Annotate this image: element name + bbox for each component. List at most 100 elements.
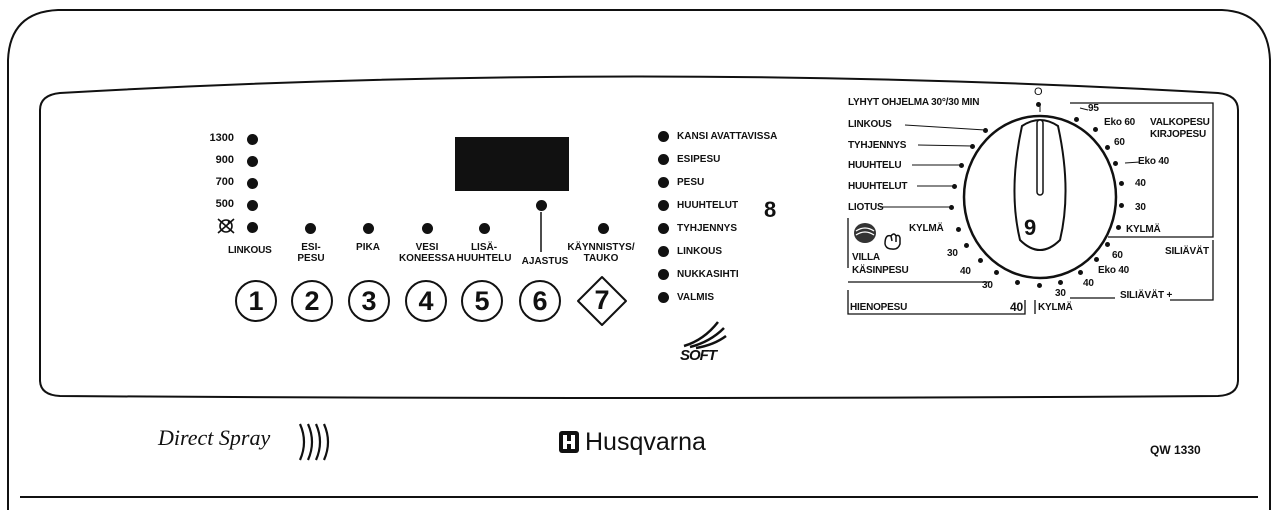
start-pause-led [598, 223, 609, 234]
water-plus-label-line1: VESI [415, 242, 439, 253]
delicate-cold: KYLMÄ [1038, 302, 1073, 313]
dial-dot-wool-40 [978, 258, 983, 263]
direct-spray-logo: Direct Spray [158, 425, 270, 451]
easycare-temp-30: 30 [1055, 288, 1066, 299]
dial-dot-delicate-40 [1015, 280, 1020, 285]
dial-program-rinse: HUUHTELU [848, 160, 902, 171]
dial-dot-easycare-60 [1105, 242, 1110, 247]
dial-dot-cotton-eko60 [1093, 127, 1098, 132]
cotton-temp-60: 60 [1114, 137, 1125, 148]
extra-rinse-label: LISÄ-HUUHTELU [439, 242, 529, 264]
easycare-plus-label: SILIÄVÄT + [1120, 290, 1173, 301]
extra-rinse-label-line1: LISÄ- [470, 242, 498, 253]
husqvarna-logo: Husqvarna [585, 428, 706, 456]
delay-label: AJASTUS [521, 256, 569, 267]
spray-waves-icon [298, 423, 330, 461]
dial-dot-rinses [952, 184, 957, 189]
spin-speed-900-led [247, 156, 258, 167]
button-1[interactable]: 1 [235, 280, 277, 322]
dial-dot-easycare-30 [1058, 280, 1063, 285]
start-pause-label-line1: KÄYNNISTYS/ [567, 242, 635, 253]
prewash-label-line1: ESI- [301, 242, 321, 253]
dial-program-spin: LINKOUS [848, 119, 892, 130]
soft-wave-icon [683, 321, 727, 350]
handwash-icon [884, 233, 901, 250]
dial-dot-drain [970, 144, 975, 149]
status-led-wash [658, 177, 669, 188]
delicate-label: HIENOPESU [850, 302, 908, 313]
dial-dot-easycare-40 [1078, 270, 1083, 275]
button-3[interactable]: 3 [348, 280, 390, 322]
wool-label-2: KÄSINPESU [852, 265, 909, 276]
status-led-spin [658, 246, 669, 257]
status-done: VALMIS [677, 292, 715, 303]
status-drain: TYHJENNYS [677, 223, 738, 234]
dial-dot-cotton-cold [1116, 225, 1121, 230]
dial-off-symbol: O [1034, 86, 1043, 98]
extra-rinse-led [479, 223, 490, 234]
dial-off-mark [1036, 102, 1041, 107]
status-lid: KANSI AVATTAVISSA [677, 131, 778, 142]
program-dial[interactable] [960, 110, 1120, 285]
husqvarna-crown-icon [559, 431, 579, 453]
dial-dot-soak [949, 205, 954, 210]
delay-led [536, 200, 547, 211]
wool-cold: KYLMÄ [909, 223, 944, 234]
status-led-rinses [658, 200, 669, 211]
dial-dot-cotton-95 [1074, 117, 1079, 122]
dial-dot-cotton-40 [1119, 181, 1124, 186]
cotton-label-1: VALKOPESU [1150, 117, 1210, 128]
status-led-done [658, 292, 669, 303]
status-wash: PESU [677, 177, 705, 188]
direct-spray-text: Direct Spray [158, 425, 271, 450]
status-led-filter [658, 269, 669, 280]
dial-program-soak: LIOTUS [848, 202, 884, 213]
wool-label-1: VILLA [852, 252, 880, 263]
spin-speed-900: 900 [215, 154, 234, 166]
cotton-eko40: Eko 40 [1138, 156, 1170, 167]
dial-dot-wool-30 [964, 243, 969, 248]
button-6[interactable]: 6 [519, 280, 561, 322]
spin-speed-1300: 1300 [209, 132, 234, 144]
wool-temp-40: 40 [960, 266, 971, 277]
start-pause-label-line2: TAUKO [583, 253, 619, 264]
dial-dot-delicate-cold [1037, 283, 1042, 288]
model-number: QW 1330 [1150, 443, 1201, 457]
easycare-eko40: Eko 40 [1098, 265, 1130, 276]
cotton-label-2: KIRJOPESU [1150, 129, 1206, 140]
dial-dot-cotton-30 [1119, 203, 1124, 208]
dial-program-short: LYHYT OHJELMA 30°/30 MIN [848, 97, 980, 108]
no-spin-led [247, 222, 258, 233]
button-2[interactable]: 2 [291, 280, 333, 322]
status-led-lid [658, 131, 669, 142]
dial-dot-spin [983, 128, 988, 133]
button-5[interactable]: 5 [461, 280, 503, 322]
time-display [455, 137, 569, 191]
dial-dot-easycare-eko [1094, 257, 1099, 262]
easycare-temp-60: 60 [1112, 250, 1123, 261]
easycare-label: SILIÄVÄT [1165, 246, 1209, 257]
callout-8: 8 [764, 197, 777, 222]
dial-dot-cotton-60 [1105, 145, 1110, 150]
dial-program-rinses: HUUHTELUT [848, 181, 908, 192]
spin-speed-700-led [247, 178, 258, 189]
button-7-diamond[interactable] [575, 274, 629, 328]
dial-program-drain: TYHJENNYS [848, 140, 907, 151]
quick-led [363, 223, 374, 234]
wool-temp-30: 30 [947, 248, 958, 259]
spin-speed-1300-led [247, 134, 258, 145]
callout-9: 9 [1024, 215, 1037, 240]
extra-rinse-label-line2: HUUHTELU [456, 253, 512, 264]
status-prewash: ESIPESU [677, 154, 721, 165]
easycare-temp-40: 40 [1083, 278, 1094, 289]
status-spin: LINKOUS [677, 246, 722, 257]
status-rinses: HUUHTELUT [677, 200, 739, 211]
spin-speed-500: 500 [215, 198, 234, 210]
status-led-drain [658, 223, 669, 234]
cotton-temp-40: 40 [1135, 178, 1146, 189]
wool-icon [854, 223, 876, 243]
no-spin-icon [217, 218, 235, 234]
button-7-number: 7 [594, 285, 610, 315]
button-4[interactable]: 4 [405, 280, 447, 322]
